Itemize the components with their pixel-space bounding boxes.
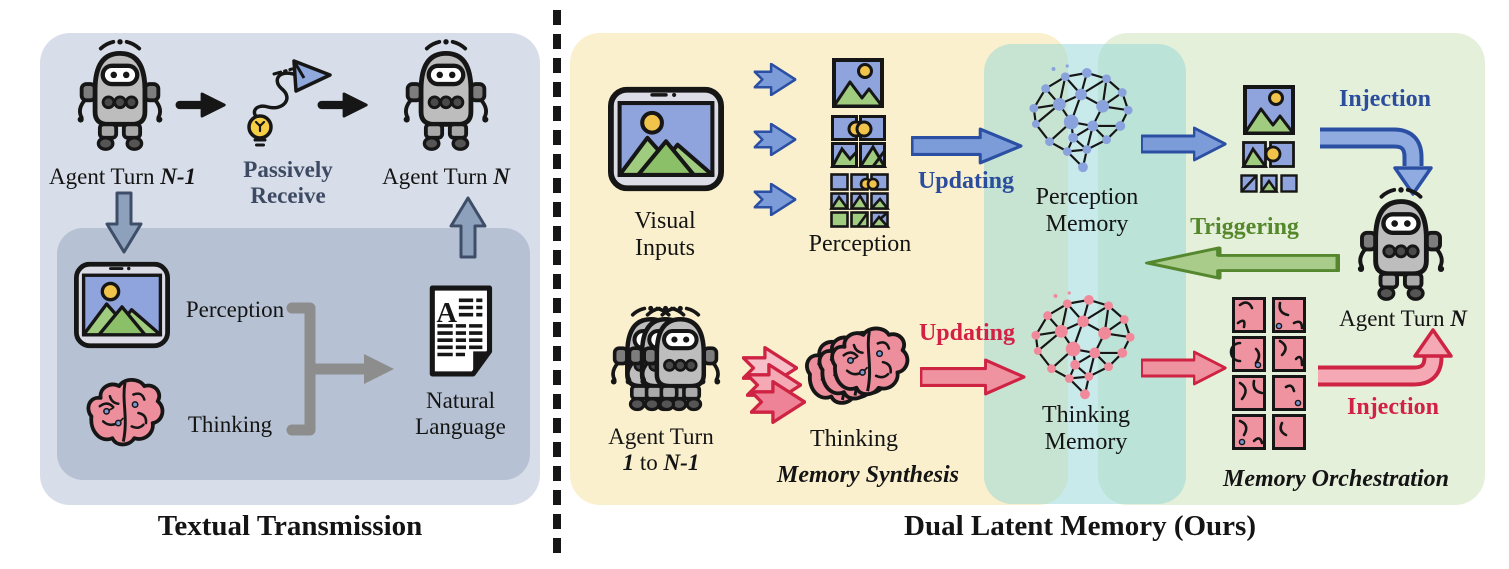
memory-graph-icon <box>1026 290 1140 410</box>
small-blue-arrow-icon <box>753 63 797 96</box>
lightbulb-icon <box>247 114 273 147</box>
paper-plane-route-icon <box>247 59 332 147</box>
triggering-label: Triggering <box>1190 214 1299 240</box>
image-tiles-2x2-icon <box>829 115 888 168</box>
document-letter: A <box>436 298 457 329</box>
blue-curved-arrow-icon <box>1320 127 1433 196</box>
framed-picture-icon <box>608 86 724 192</box>
memory-graph-icon <box>1024 60 1138 186</box>
perception-memory-label: Perception Memory <box>1035 184 1139 238</box>
document-icon: A <box>429 285 493 377</box>
image-tiles-3x3-icon <box>829 173 891 228</box>
agent-turn-n-label: Agent Turn N <box>1339 306 1467 331</box>
small-blue-arrow-icon <box>753 183 797 216</box>
red-curved-arrow-icon <box>1318 328 1453 387</box>
blue-block-arrow-icon <box>1141 126 1227 162</box>
red-block-arrow-icon <box>1141 350 1227 386</box>
image-tiles-row3-icon <box>1240 174 1298 193</box>
robot-icon <box>1352 186 1450 305</box>
injection-thinking-label: Injection <box>1347 394 1439 420</box>
thinking-fragment-tiles-icon <box>1229 297 1306 450</box>
thinking-stack-label: Thinking <box>810 426 898 452</box>
agent-turn-range-values: 1 to N-1 <box>622 450 700 475</box>
small-blue-arrow-icon <box>753 123 797 156</box>
dashed-divider <box>553 10 561 558</box>
red-block-arrow-icon <box>920 358 1026 396</box>
robot-icon <box>398 38 494 155</box>
merge-bracket-arrow-icon <box>286 302 394 436</box>
blue-block-arrow-icon <box>911 127 1023 165</box>
brain-stack-icon <box>794 314 912 426</box>
thinking-label: Thinking <box>187 412 273 437</box>
robot-icon <box>72 38 168 155</box>
brain-icon <box>78 362 172 464</box>
arrow-right-icon <box>317 92 368 118</box>
injection-perception-label: Injection <box>1339 86 1431 112</box>
down-arrow-icon <box>105 191 143 254</box>
visual-inputs-label: Visual Inputs <box>634 208 696 262</box>
passively-receive-label: Passively Receive <box>243 157 333 209</box>
memory-synthesis-label: Memory Synthesis <box>776 462 959 488</box>
green-block-arrow-icon <box>1144 246 1340 280</box>
natural-language-label: Natural Language <box>415 388 506 440</box>
image-tiles-row2-icon <box>1241 141 1295 168</box>
agent-turn-prev-label: Agent Turn N-1 <box>49 164 196 189</box>
left-title: Textual Transmission <box>157 510 423 542</box>
image-tile-icon <box>832 58 884 108</box>
perception-pyramid-label: Perception <box>808 231 912 257</box>
arrow-right-icon <box>175 92 226 118</box>
memory-orchestration-label: Memory Orchestration <box>1222 466 1449 492</box>
image-tile-icon <box>1243 85 1295 135</box>
updating-perception-label: Updating <box>917 168 1015 194</box>
up-arrow-icon <box>449 196 487 259</box>
right-title: Dual Latent Memory (Ours) <box>904 510 1256 542</box>
perception-label: Perception <box>185 297 285 322</box>
agent-turn-n-label: Agent Turn N <box>382 164 510 189</box>
agent-turn-range-label: Agent Turn <box>608 424 714 449</box>
red-arrow-stack-icon <box>742 332 798 404</box>
updating-thinking-label: Updating <box>918 320 1016 346</box>
robot-stack-icon <box>594 294 726 428</box>
thinking-memory-label: Thinking Memory <box>1042 402 1130 456</box>
framed-picture-icon <box>74 258 170 352</box>
latent-memory-band <box>984 44 1186 504</box>
